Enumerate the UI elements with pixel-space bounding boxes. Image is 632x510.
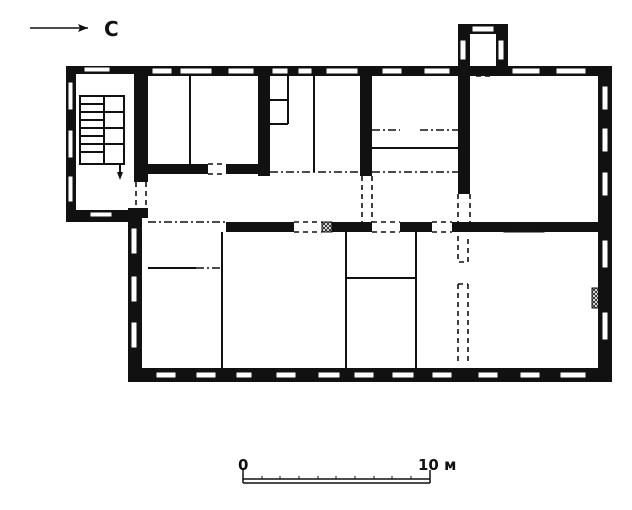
north-arrow: С — [30, 17, 119, 41]
scale-bar: 0 10 м — [238, 456, 456, 484]
scale-end-label: 10 м — [418, 456, 456, 474]
north-label: С — [104, 17, 119, 41]
windows — [130, 25, 609, 379]
stair-annex — [66, 66, 138, 222]
interior-walls — [128, 66, 601, 309]
staircase — [79, 95, 125, 180]
openings — [135, 75, 490, 362]
scale-start-label: 0 — [238, 456, 248, 474]
